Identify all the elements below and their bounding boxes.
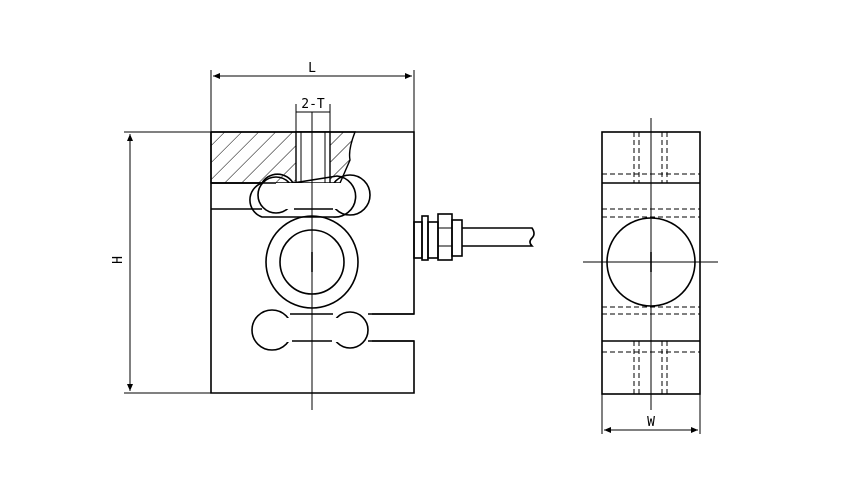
dimension-width: W (601, 394, 701, 434)
length-label: L (308, 61, 316, 76)
thread-hole-top (295, 131, 331, 184)
width-label: W (647, 415, 655, 430)
height-label: H (111, 256, 126, 264)
cable-gland (413, 213, 463, 261)
cable (462, 227, 535, 247)
dimension-thread: 2-T (295, 97, 331, 132)
front-view (210, 112, 535, 410)
dimension-height: H (111, 131, 211, 394)
dimension-length: L (210, 61, 415, 132)
thread-label: 2-T (301, 97, 325, 112)
side-view (583, 118, 718, 410)
